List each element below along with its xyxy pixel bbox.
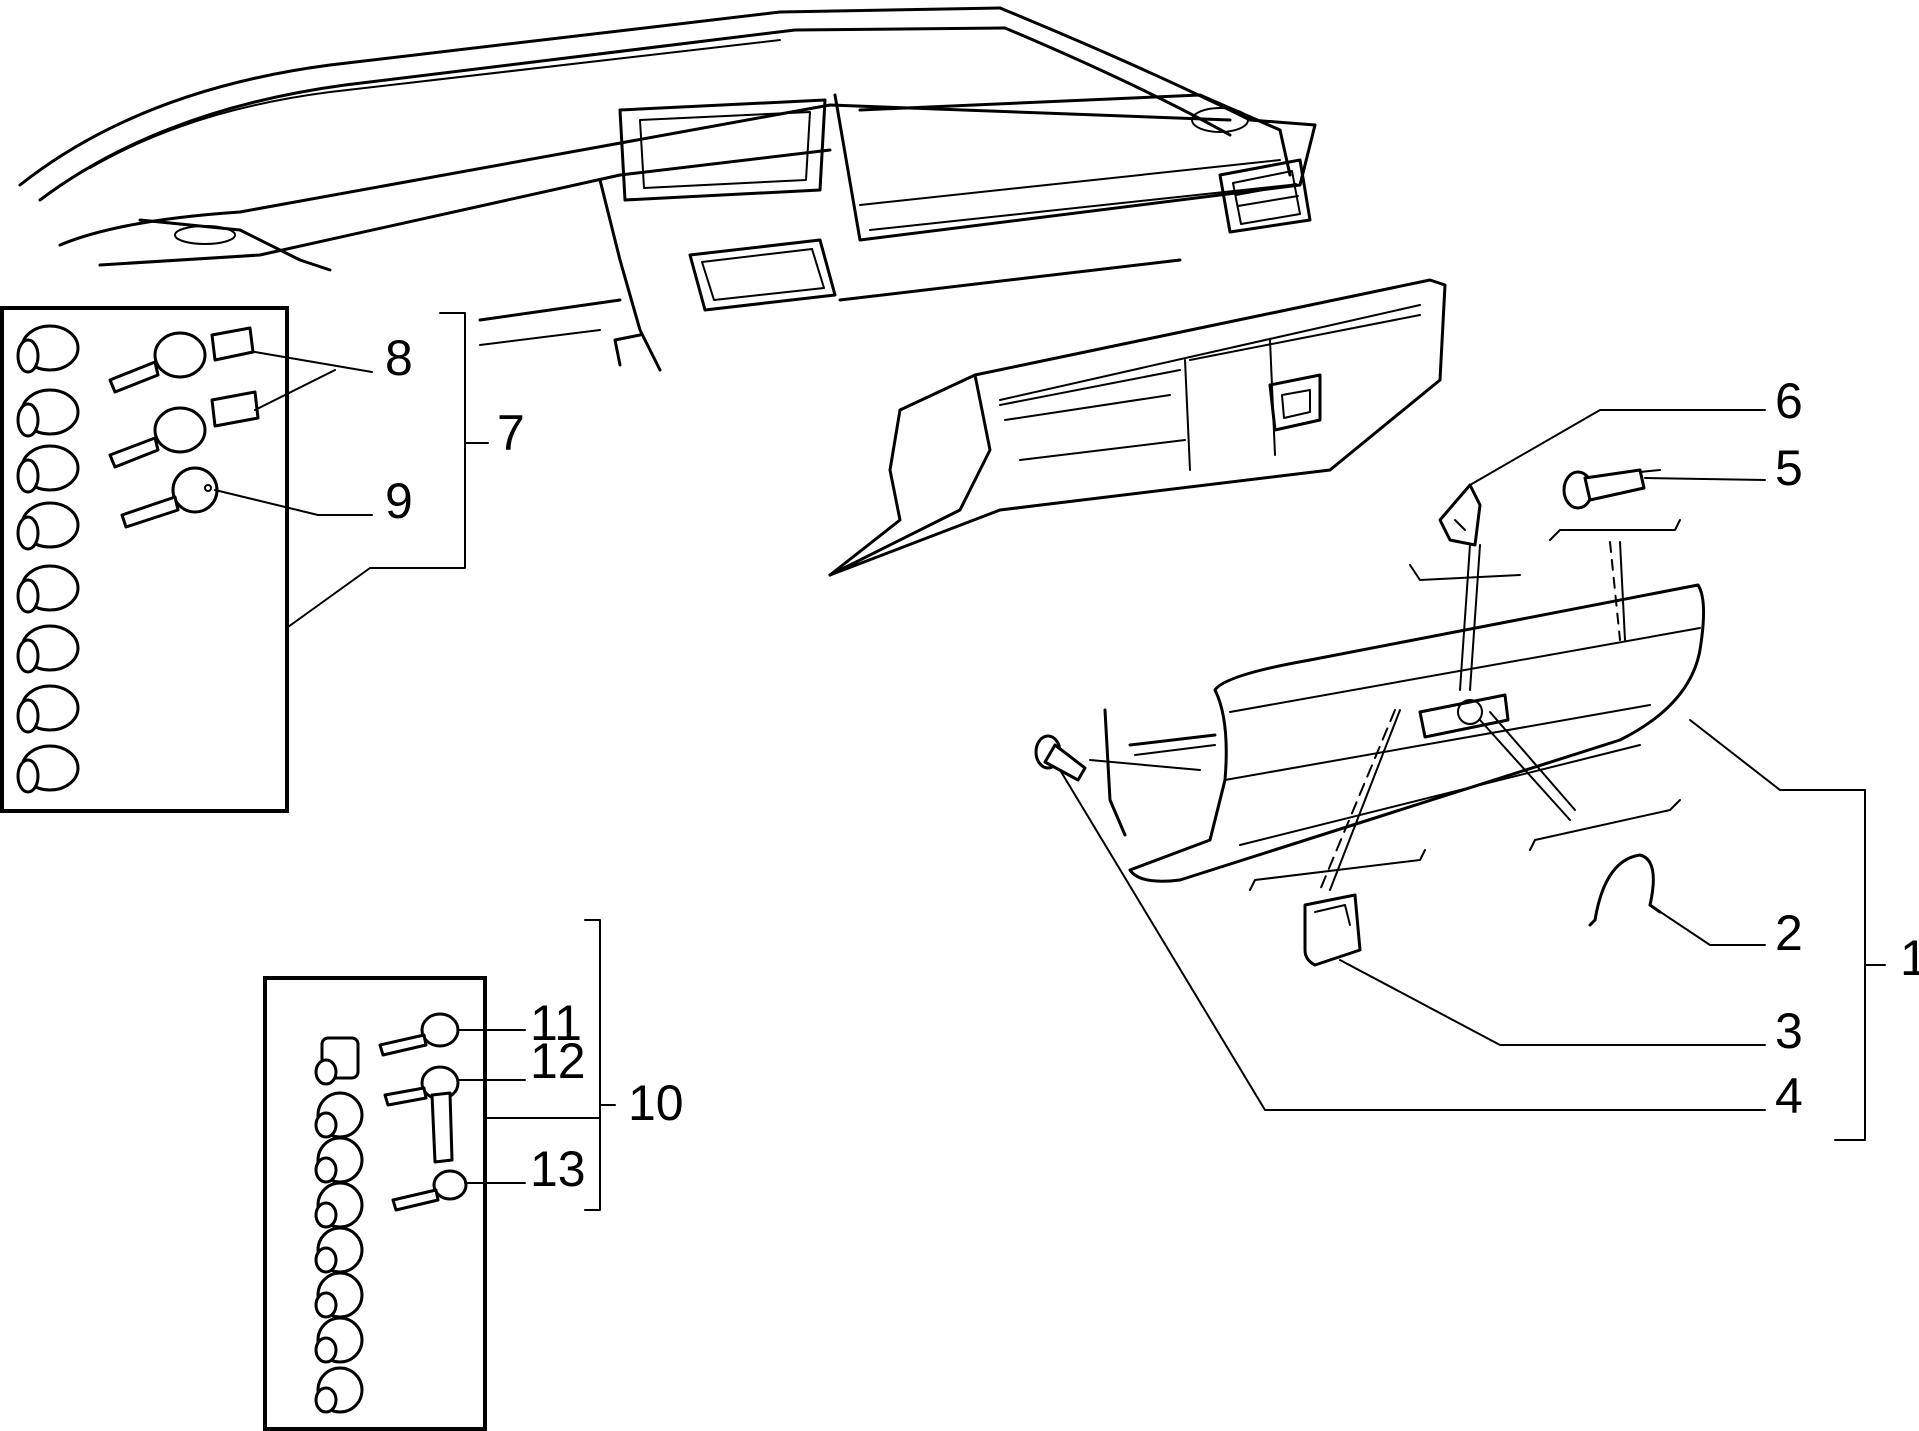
bolt-part <box>1034 734 1087 782</box>
key-9 <box>120 466 219 529</box>
key-11 <box>378 1012 460 1057</box>
label-9: 9 <box>385 473 413 529</box>
key-set-box-10 <box>263 976 601 1431</box>
lock-cylinders-10 <box>314 1036 364 1414</box>
label-1: 1 <box>1900 930 1919 986</box>
label-3: 3 <box>1775 1003 1803 1059</box>
latch-part <box>1438 483 1482 547</box>
label-12: 12 <box>530 1033 586 1089</box>
explode-guides <box>1089 519 1681 891</box>
label-11: 11 <box>530 995 582 1051</box>
key-set-box-7 <box>0 306 373 813</box>
label-8: 8 <box>385 330 413 386</box>
label-4: 4 <box>1775 1068 1803 1124</box>
key-12 <box>383 1065 460 1164</box>
dashboard-illustration <box>18 6 1317 372</box>
bracket-10 <box>584 919 616 1211</box>
label-6: 6 <box>1775 373 1803 429</box>
key-13 <box>391 1169 468 1212</box>
label-7: 7 <box>497 405 525 461</box>
pin-part <box>1562 468 1661 510</box>
label-13: 13 <box>530 1141 586 1197</box>
clip-part <box>1588 853 1662 927</box>
key-with-tag-8b <box>108 390 260 469</box>
plate-part <box>1303 893 1362 967</box>
label-2: 2 <box>1775 905 1803 961</box>
label-5: 5 <box>1775 440 1803 496</box>
lock-cylinders-7 <box>16 324 80 794</box>
lid-hinge-area <box>1103 708 1217 837</box>
bracket-7 <box>287 312 489 628</box>
key-with-tag-8a <box>108 326 255 394</box>
glovebox-housing <box>828 278 1447 577</box>
label-10: 10 <box>628 1075 684 1131</box>
leader-lines-right <box>1059 409 1886 1141</box>
glovebox-lid <box>1128 583 1706 883</box>
